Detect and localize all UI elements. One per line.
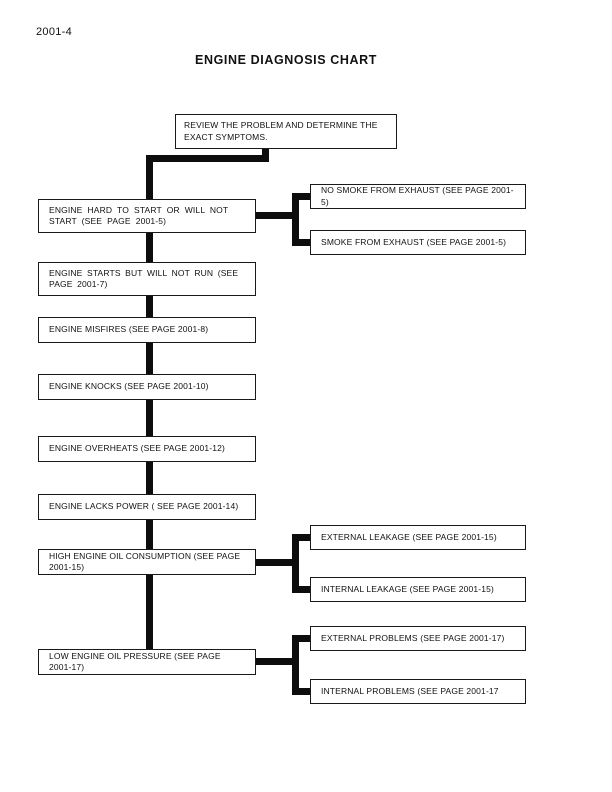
connector-bracket2-stub-bottom [292,586,311,593]
node-label: EXTERNAL LEAKAGE (SEE PAGE 2001-15) [321,531,497,542]
node-external-problems: EXTERNAL PROBLEMS (SEE PAGE 2001-17) [310,626,526,651]
node-no-smoke-from-exhaust: NO SMOKE FROM EXHAUST (SEE PAGE 2001-5) [310,184,526,209]
node-external-leakage: EXTERNAL LEAKAGE (SEE PAGE 2001-15) [310,525,526,550]
node-smoke-from-exhaust: SMOKE FROM EXHAUST (SEE PAGE 2001-5) [310,230,526,255]
node-label: NO SMOKE FROM EXHAUST (SEE PAGE 2001-5) [321,185,514,207]
node-engine-overheats: ENGINE OVERHEATS (SEE PAGE 2001-12) [38,436,256,462]
node-label: HIGH ENGINE OIL CONSUMPTION (SEE PAGE 20… [49,550,241,572]
node-label: ENGINE LACKS POWER ( SEE PAGE 2001-14) [49,501,239,512]
node-label: ENGINE STARTS BUT WILL NOT RUN (SEE PAGE… [49,267,239,289]
node-label: LOW ENGINE OIL PRESSURE (SEE PAGE 2001-1… [49,650,221,672]
node-label: ENGINE MISFIRES (SEE PAGE 2001-8) [49,324,209,335]
node-label: INTERNAL PROBLEMS (SEE PAGE 2001-17 [321,685,499,696]
connector-bracket3-stub-top [292,635,311,642]
connector-root-elbow [146,155,269,162]
node-label: INTERNAL LEAKAGE (SEE PAGE 2001-15) [321,583,494,594]
node-internal-problems: INTERNAL PROBLEMS (SEE PAGE 2001-17 [310,679,526,704]
connector-bracket1-stub-bottom [292,239,311,246]
node-high-oil-consumption: HIGH ENGINE OIL CONSUMPTION (SEE PAGE 20… [38,549,256,575]
node-label: SMOKE FROM EXHAUST (SEE PAGE 2001-5) [321,236,507,247]
page-title: ENGINE DIAGNOSIS CHART [195,53,377,67]
connector-trunk [146,155,153,662]
node-engine-hard-to-start: ENGINE HARD TO START OR WILL NOT START (… [38,199,256,233]
connector-bracket1-v [292,193,299,246]
connector-bracket1-h [255,212,296,219]
node-engine-knocks: ENGINE KNOCKS (SEE PAGE 2001-10) [38,374,256,400]
connector-bracket2-v [292,534,299,593]
connector-bracket3-h [255,658,296,665]
connector-bracket1-stub-top [292,193,311,200]
node-low-oil-pressure: LOW ENGINE OIL PRESSURE (SEE PAGE 2001-1… [38,649,256,675]
node-review-problem: REVIEW THE PROBLEM AND DETERMINE THE EXA… [175,114,397,149]
node-engine-starts-wont-run: ENGINE STARTS BUT WILL NOT RUN (SEE PAGE… [38,262,256,296]
node-review-problem-label: REVIEW THE PROBLEM AND DETERMINE THE EXA… [184,120,378,142]
node-label: ENGINE HARD TO START OR WILL NOT START (… [49,204,229,226]
node-label: ENGINE KNOCKS (SEE PAGE 2001-10) [49,381,209,392]
node-label: ENGINE OVERHEATS (SEE PAGE 2001-12) [49,443,225,454]
page-number: 2001-4 [36,26,73,38]
node-label: EXTERNAL PROBLEMS (SEE PAGE 2001-17) [321,632,505,643]
node-internal-leakage: INTERNAL LEAKAGE (SEE PAGE 2001-15) [310,577,526,602]
connector-bracket3-stub-bottom [292,688,311,695]
node-engine-misfires: ENGINE MISFIRES (SEE PAGE 2001-8) [38,317,256,343]
connector-bracket2-stub-top [292,534,311,541]
connector-bracket2-h [255,559,296,566]
connector-bracket3-v [292,635,299,695]
node-engine-lacks-power: ENGINE LACKS POWER ( SEE PAGE 2001-14) [38,494,256,520]
